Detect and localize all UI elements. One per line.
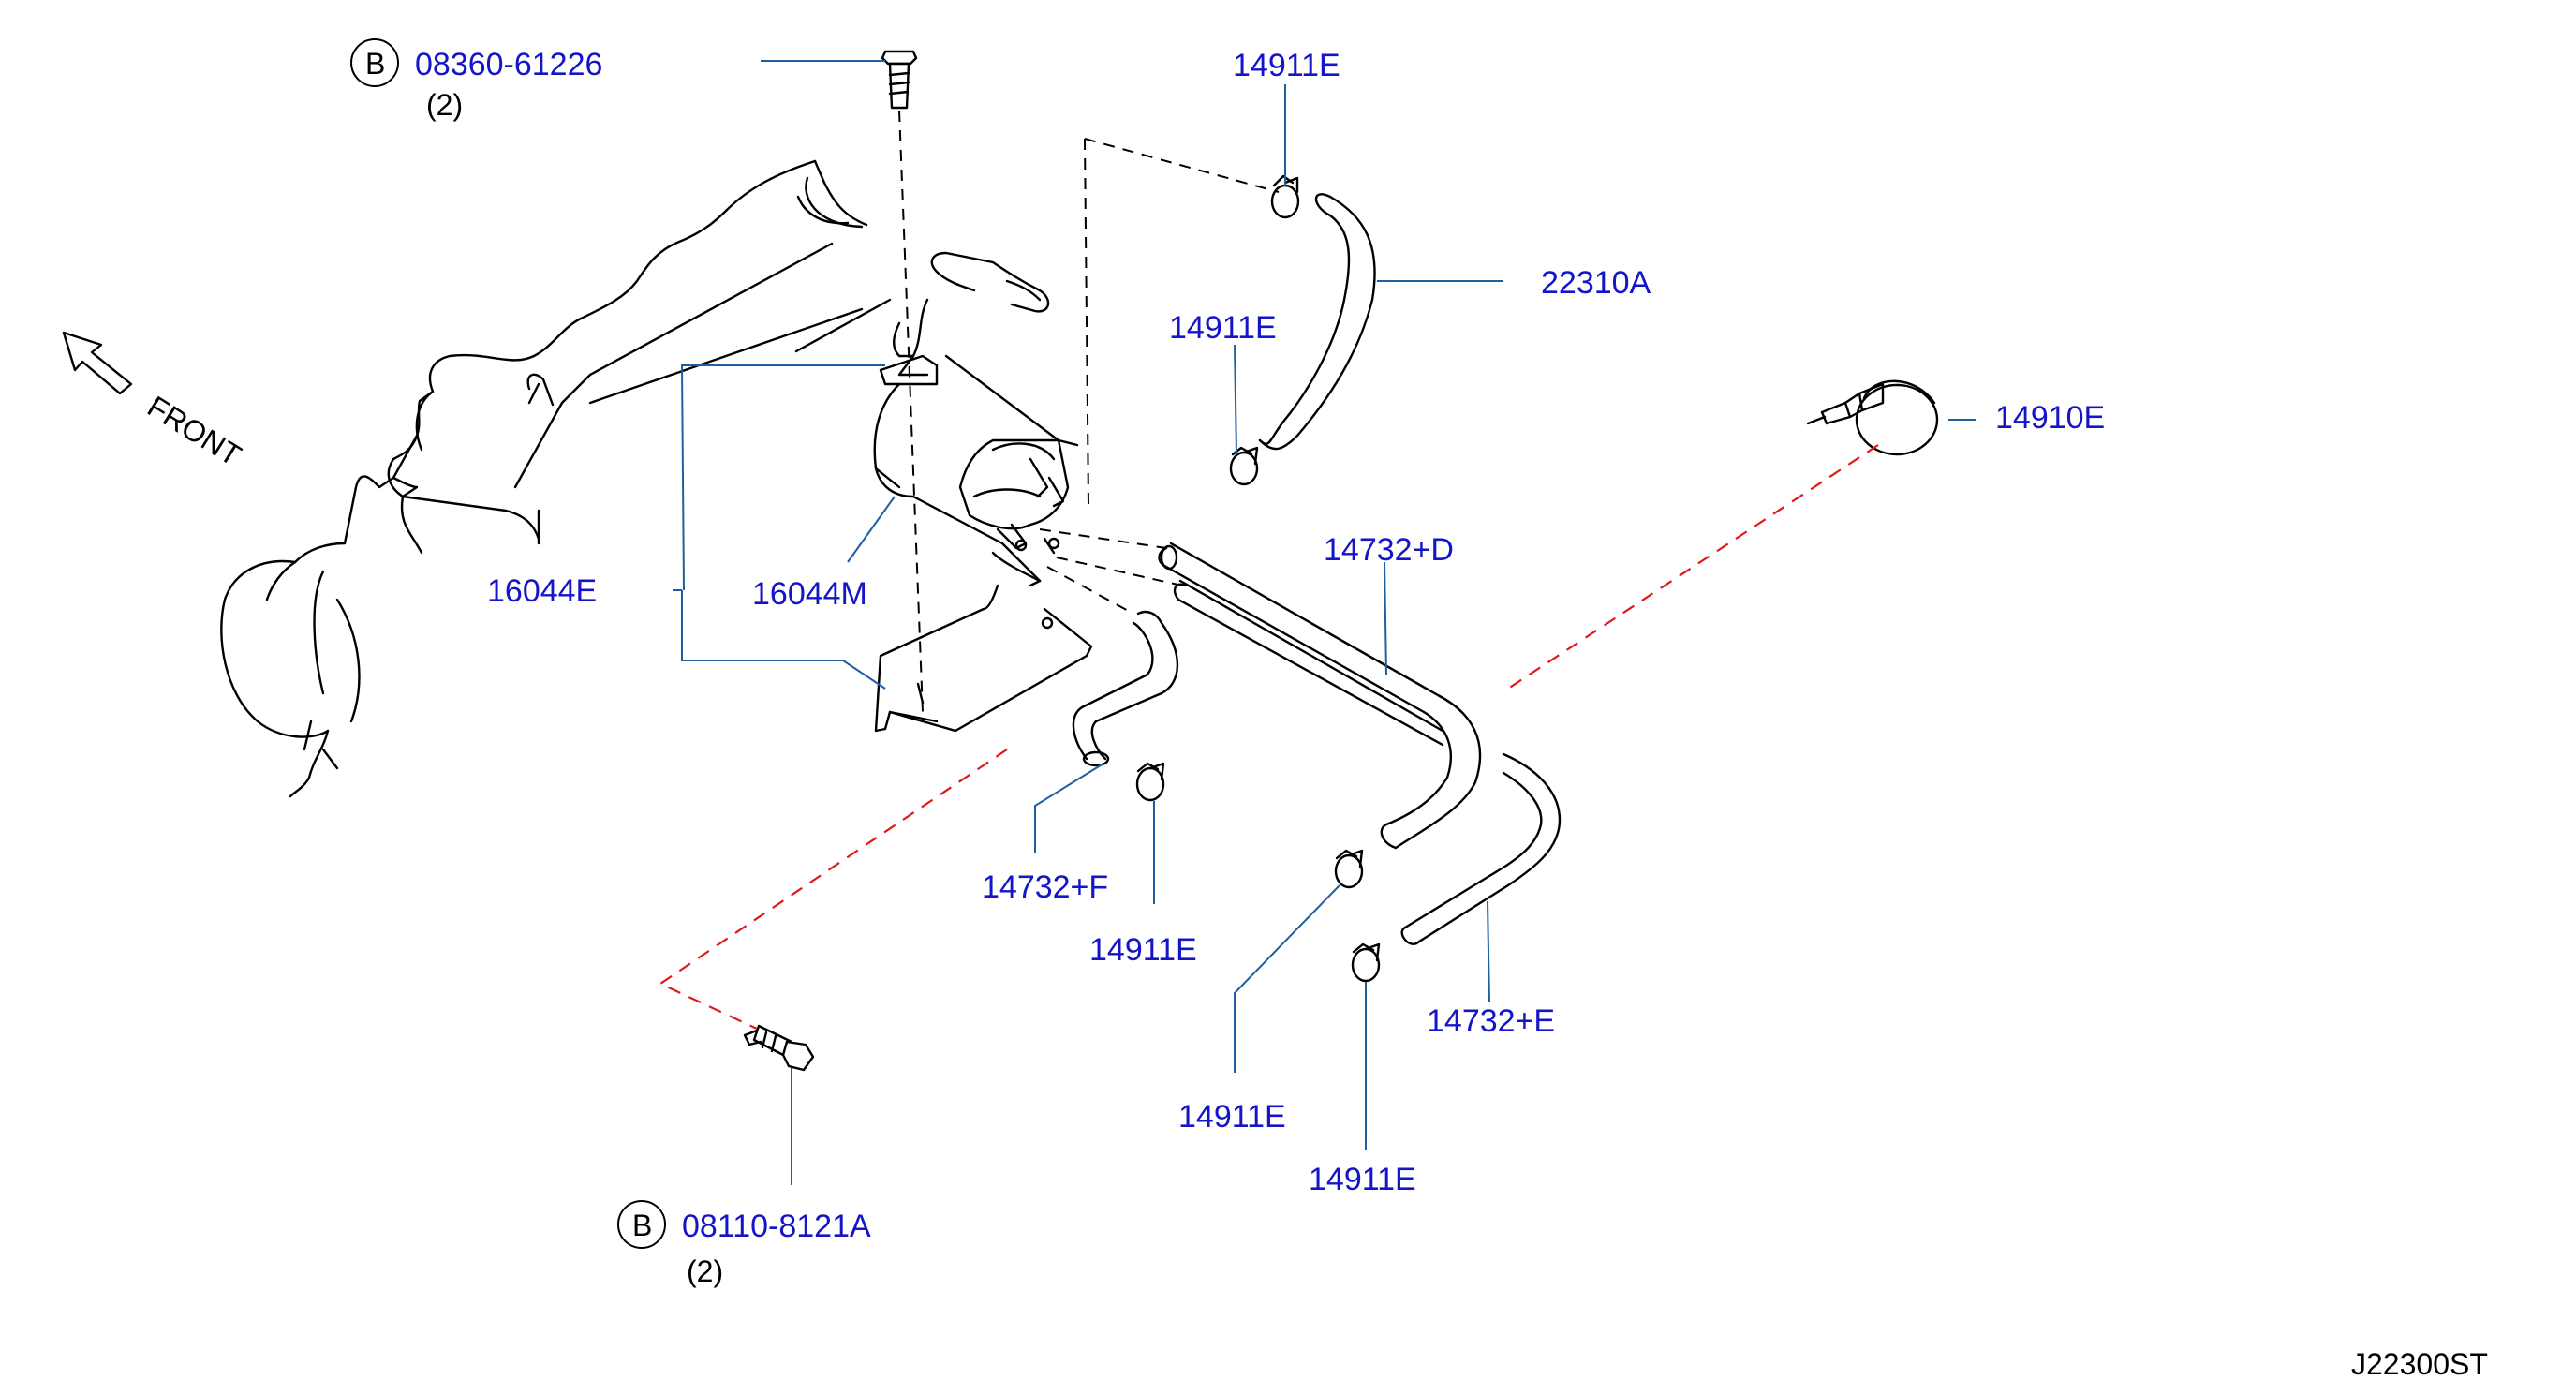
label-bolt-bottom: 08110-8121A [682,1209,871,1244]
diagram-code: J22300ST [2351,1347,2488,1381]
qty-bolt-top: (2) [426,88,463,122]
guide-lines [658,110,1879,1030]
front-label: FRONT [141,389,247,472]
qty-bolt-bottom: (2) [687,1254,723,1288]
bolt-top [881,50,918,110]
hose-22310a [1258,193,1376,451]
leader-lines [673,60,1976,1185]
badge-bottom: B [632,1209,652,1242]
hose-14732f [1072,610,1179,767]
label-valve-14910e: 14910E [1995,400,2105,436]
label-hose-14732f: 14732+F [982,869,1108,905]
label-clamp-low-right: 14911E [1309,1162,1416,1197]
label-hose-14732e: 14732+E [1427,1003,1555,1039]
hose-14732d [1158,542,1482,850]
label-clamp-low-left: 14911E [1089,932,1197,968]
badge-top: B [365,47,385,81]
label-bracket-16044e: 16044E [487,573,597,609]
clamp-mid-shape [1229,446,1259,486]
clamps [1135,174,1381,983]
label-clamp-low-mid: 14911E [1178,1099,1286,1135]
badge-circle-top [350,38,399,87]
label-clamp-mid: 14911E [1169,310,1277,346]
labels: B 08360-61226 (2) 14911E 22310A 14911E 1… [350,38,2488,1381]
clamp-low-right-shape [1351,942,1381,983]
bracket-assembly [873,251,1093,733]
badge-circle-bottom [617,1200,666,1249]
label-bolt-top: 08360-61226 [415,47,602,82]
label-bracket-16044m: 16044M [752,576,867,612]
clamp-low-left-shape [1135,762,1165,802]
valve-14910e [1806,379,1939,456]
label-hose-22310a: 22310A [1541,265,1651,301]
bolt-bottom [743,1024,815,1072]
hose-14732e [1400,752,1562,945]
engine-outline [220,159,892,798]
label-hose-14732d: 14732+D [1324,532,1454,568]
clamp-low-mid-shape [1334,849,1364,889]
label-clamp-top: 14911E [1233,48,1340,83]
front-arrow: FRONT [62,331,247,472]
